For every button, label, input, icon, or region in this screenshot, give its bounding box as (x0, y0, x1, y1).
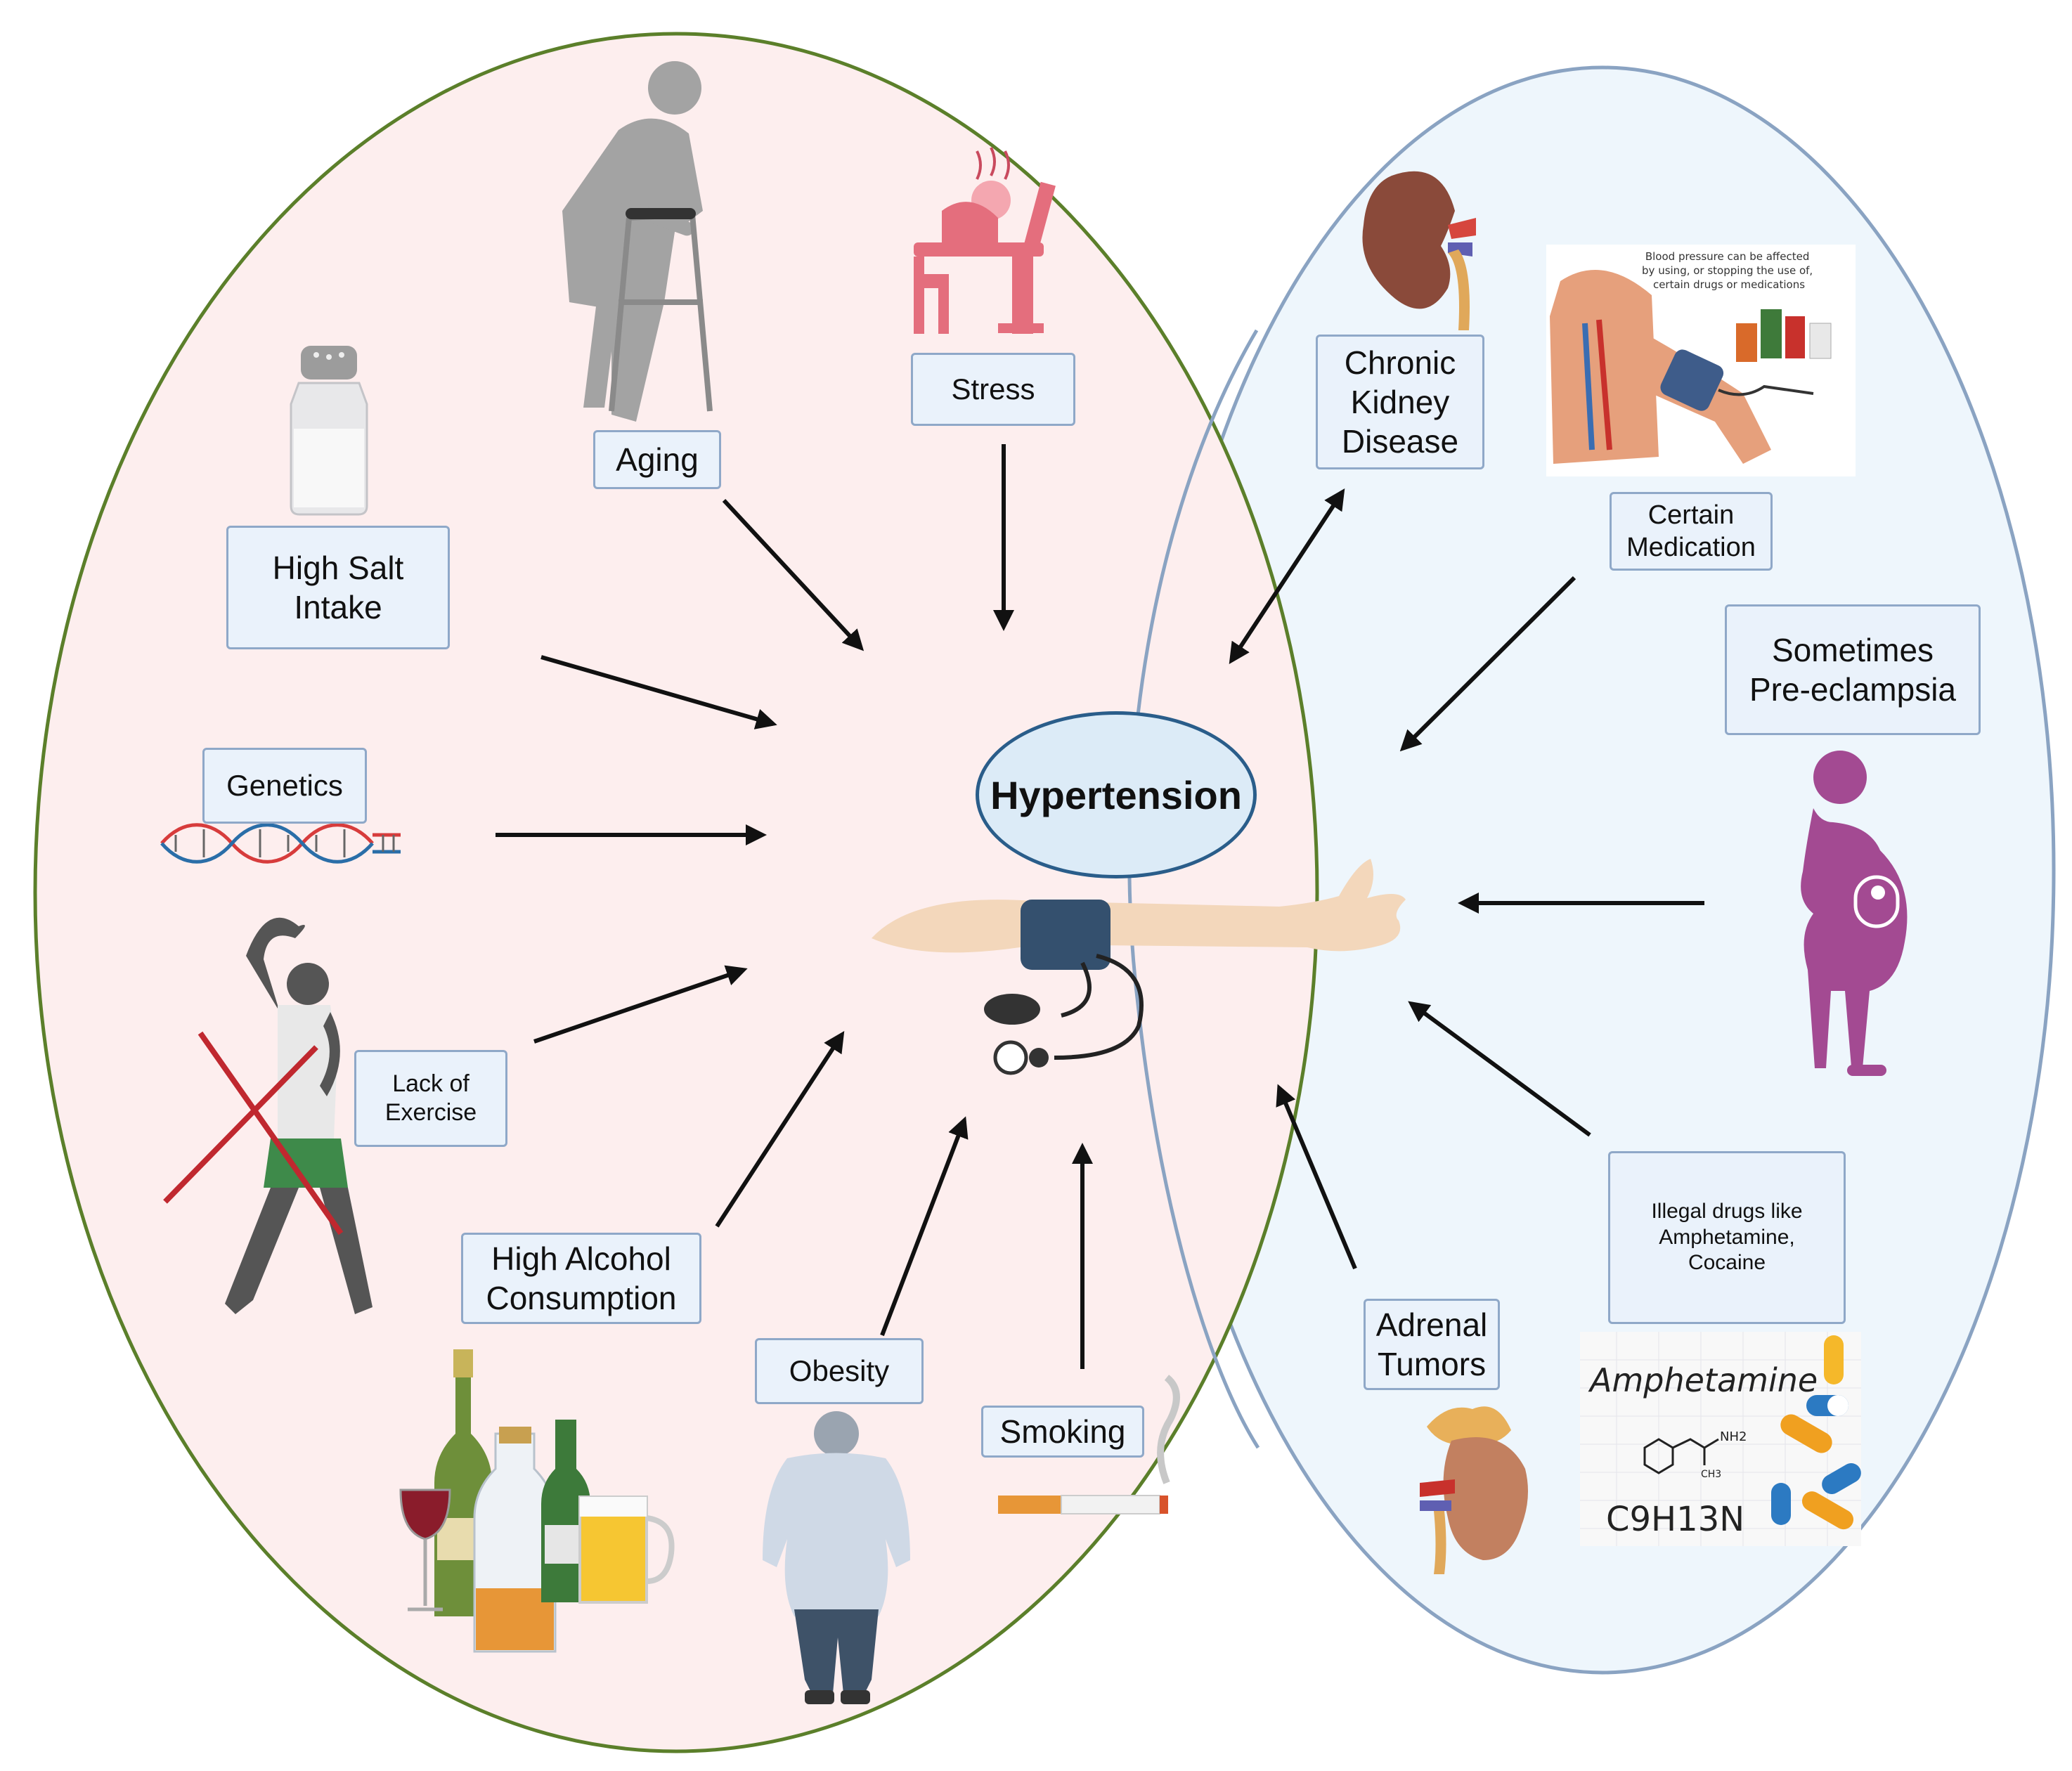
amphetamine-label: Amphetamine (1588, 1361, 1818, 1399)
arrow-alcohol (715, 1030, 845, 1228)
medication-caption-line: by using, or stopping the use of, (1642, 264, 1813, 277)
high-alcohol-label: High Alcohol Consumption (461, 1233, 701, 1324)
medication-caption-line: certain drugs or medications (1653, 278, 1805, 291)
obese-person-icon (763, 1411, 910, 1704)
medication-caption-line: Blood pressure can be affected (1645, 250, 1810, 263)
salt-shaker-icon (290, 346, 368, 516)
high-salt-label: High Salt Intake (226, 526, 450, 649)
medication-poster-icon: Blood pressure can be affected by using,… (1546, 245, 1856, 476)
exercise-figure-icon (163, 917, 373, 1314)
pre-eclampsia-label: Sometimes Pre-eclampsia (1725, 604, 1981, 735)
ch3-label: CH3 (1701, 1469, 1721, 1480)
lifestyle-causes-ellipse (33, 32, 1319, 1753)
genetics-label: Genetics (202, 748, 367, 824)
illegal-drugs-label: Illegal drugs like Amphetamine, Cocaine (1608, 1151, 1846, 1324)
lack-of-exercise-label: Lack of Exercise (354, 1050, 507, 1147)
arrow-illegal-drugs (1408, 1001, 1591, 1137)
arrow-medication (1399, 576, 1576, 752)
chronic-kidney-disease-label: Chronic Kidney Disease (1316, 335, 1484, 469)
arrow-aging (722, 498, 865, 651)
medical-ellipse-overlap-edge (1127, 329, 1260, 1449)
medication-caption: Blood pressure can be affected by using,… (1642, 250, 1816, 291)
nh2-label: NH2 (1720, 1429, 1747, 1444)
stressed-worker-icon (914, 147, 1056, 334)
pregnant-woman-icon (1801, 751, 1908, 1076)
hypertension-label: Hypertension (976, 711, 1257, 878)
aging-label: Aging (593, 430, 721, 489)
cigarette-icon (998, 1375, 1180, 1514)
kidney-icon (1362, 171, 1476, 330)
formula-label: C9H13N (1606, 1500, 1744, 1539)
stress-label: Stress (911, 353, 1075, 426)
arrow-exercise (533, 965, 748, 1044)
arrow-adrenal (1276, 1084, 1357, 1270)
obesity-label: Obesity (755, 1338, 924, 1404)
drinks-icon (399, 1349, 675, 1653)
adrenal-kidney-icon (1420, 1406, 1528, 1574)
blood-pressure-arm-icon (872, 859, 1406, 1075)
arrows (496, 444, 1704, 1369)
arrow-obesity (880, 1116, 969, 1337)
pills (1771, 1335, 1861, 1530)
elderly-walker-icon (562, 61, 713, 422)
dna-icon (160, 823, 401, 864)
smoking-label: Smoking (981, 1406, 1144, 1458)
amphetamine-card-icon: Amphetamine NH2 CH3 C9H13N (1580, 1332, 1861, 1546)
arrow-salt (540, 655, 777, 729)
certain-medication-label: Certain Medication (1610, 492, 1773, 571)
arrow-ckd (1229, 488, 1345, 665)
adrenal-tumors-label: Adrenal Tumors (1364, 1299, 1500, 1390)
